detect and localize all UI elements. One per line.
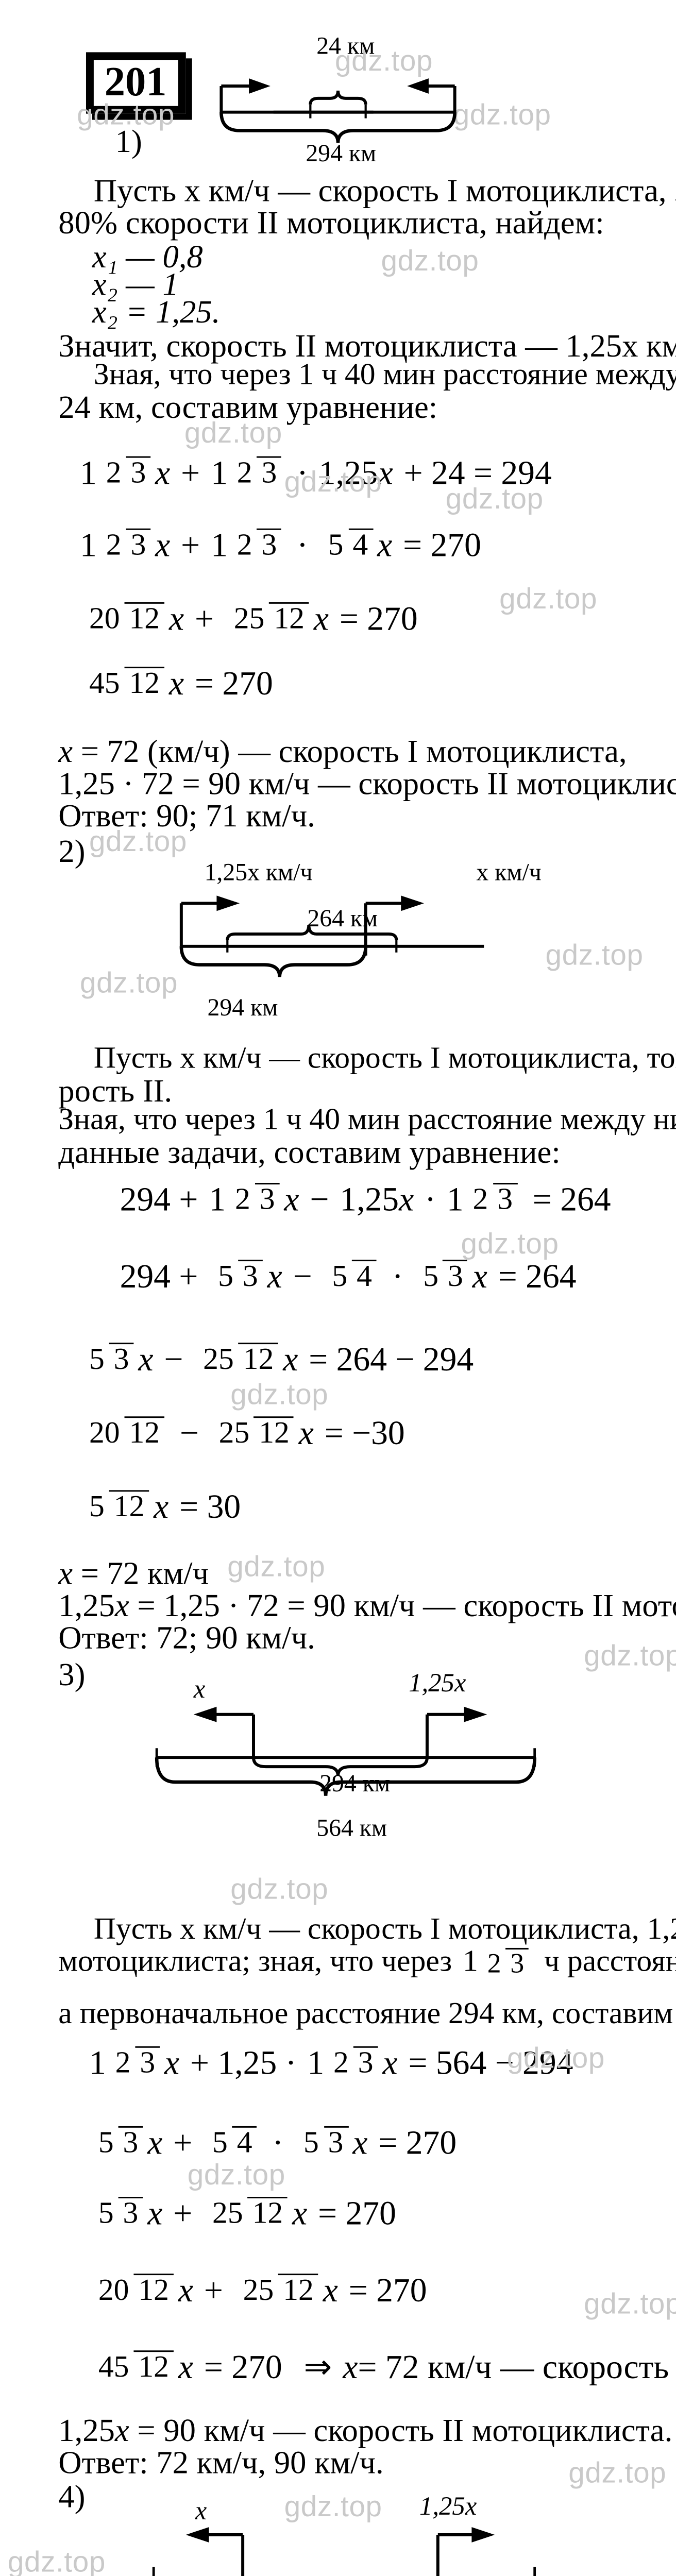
diagram-3-outer-label: 564 км [316,1816,387,1842]
part-1-ratio-2: x₂ — 1 [92,265,179,303]
part-2-line-2: рость II. [58,1072,173,1109]
task-number-badge: 201 [86,52,185,114]
diagram-2-left-speed: 1,25x км/ч [204,860,313,887]
watermark: gdz.top [584,1640,676,1673]
watermark: gdz.top [230,1379,329,1412]
watermark: gdz.top [184,418,282,450]
watermark: gdz.top [187,2160,285,2193]
part-2-line-4: данные задачи, составим уравнение: [58,1133,561,1171]
part-1-answer: Ответ: 90; 71 км/ч. [58,797,315,835]
watermark: gdz.top [584,2289,676,2321]
diagram-3-right-speed: 1,25x [409,1668,466,1698]
watermark: gdz.top [227,1551,326,1584]
top-promo-banner: Ищите нас по запросу ГДЗ ТОП [0,2,676,28]
part-1-ratio-1: x₁ — 0,8 [92,238,203,275]
watermark: gdz.top [335,46,433,79]
part-1-line-2: 80% скорости II мотоциклиста, найдем: [58,204,604,242]
watermark: gdz.top [7,2547,106,2576]
watermark: gdz.top [507,2043,605,2076]
watermark: gdz.top [89,826,187,859]
watermark: gdz.top [77,99,175,132]
watermark: gdz.top [545,940,644,973]
part-3-line-1: Пусть x км/ч — скорость I мотоциклиста, … [93,1912,676,1946]
diagram-1-bottom-label: 294 км [306,141,377,168]
part-2-answer: Ответ: 72; 90 км/ч. [58,1619,315,1656]
part-1-ratio-3: x₂ = 1,25. [92,293,221,331]
diagram-part-1 [181,64,496,154]
part-1-result-1: x = 72 (км/ч) — скорость I мотоциклиста, [58,733,627,770]
diagram-2-right-speed: x км/ч [476,860,542,887]
part-2-result-1: x = 72 км/ч [58,1554,209,1592]
diagram-2-bottom-label: 294 км [207,995,278,1022]
part-2-line-1: Пусть x км/ч — скорость I мотоциклиста, … [93,1041,676,1076]
part-1-note-2: Зная, что через 1 ч 40 мин расстояние ме… [93,358,676,392]
diagram-3-inner-label: 294 км [319,1771,391,1798]
watermark: gdz.top [445,484,544,516]
part-1-line-1: Пусть x км/ч — скорость I мотоциклиста, … [93,172,676,209]
part-label-1: 1) [115,123,142,160]
part-label-2: 2) [58,833,86,870]
diagram-part-2 [154,888,507,983]
part-1-note-1: Значит, скорость II мотоциклиста — 1,25x… [58,327,676,364]
part-2-result-2: 1,25x = 1,25 · 72 = 90 км/ч — скорость I… [58,1587,676,1624]
watermark: gdz.top [461,1229,559,1262]
watermark: gdz.top [284,467,382,500]
part-2-line-3: Зная, что через 1 ч 40 мин расстояние ме… [58,1103,676,1137]
watermark: gdz.top [453,99,551,132]
watermark: gdz.top [381,246,479,278]
part-3-line-3: а первоначальное расстояние 294 км, сост… [58,1997,676,2031]
diagram-3-left-speed: x [193,1674,206,1704]
part-1-note-3: 24 км, составим уравнение: [58,388,438,426]
part-3-result-1: 1,25x = 90 км/ч — скорость II мотоциклис… [58,2412,673,2449]
part-label-4: 4) [58,2478,86,2515]
part-3-answer: Ответ: 72 км/ч, 90 км/ч. [58,2444,384,2481]
diagram-4-right-speed: 1,25x [419,2492,477,2521]
watermark: gdz.top [568,2458,667,2490]
part-1-result-2: 1,25 · 72 = 90 км/ч — скорость II мотоци… [58,765,676,802]
diagram-1-top-label: 24 км [316,33,375,60]
watermark: gdz.top [499,584,598,616]
watermark: gdz.top [230,1874,329,1907]
diagram-part-3 [138,1699,553,1807]
diagram-2-top-label: 264 км [307,906,378,933]
part-label-3: 3) [58,1656,86,1693]
watermark: gdz.top [80,968,178,1001]
diagram-part-4 [138,2519,553,2576]
